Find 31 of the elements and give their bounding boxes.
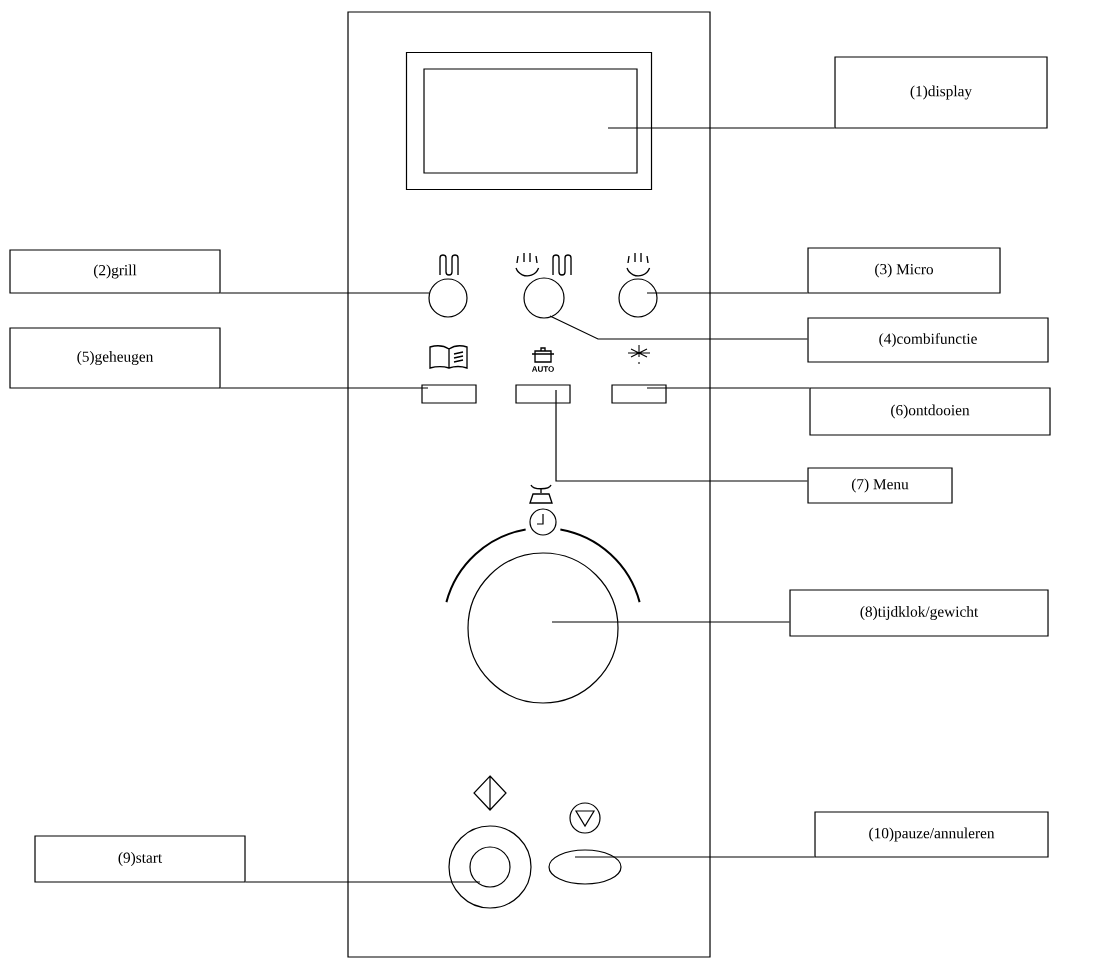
label-box: (6)ontdooien (809, 387, 1051, 436)
flat-button (611, 384, 667, 404)
leader-line (245, 881, 481, 883)
label-box: (1)display (834, 56, 1048, 129)
label-box: (9)start (34, 835, 246, 883)
leader-line (555, 389, 808, 482)
label-box: (2)grill (9, 249, 221, 294)
round-button (428, 278, 468, 318)
round-button (618, 278, 658, 318)
label-box: (8)tijdklok/gewicht (789, 589, 1049, 637)
label-box: (4)combifunctie (807, 317, 1049, 363)
leader-line (607, 127, 835, 129)
label-box: (10)pauze/annuleren (814, 811, 1049, 858)
label-box: (5)geheugen (9, 327, 221, 389)
button-caption: AUTO (531, 366, 554, 372)
leader-line (646, 387, 810, 389)
label-box: (3) Micro (807, 247, 1001, 294)
leader-line (220, 292, 430, 294)
label-box: (7) Menu (807, 467, 953, 504)
display-window (405, 51, 653, 191)
flat-button (515, 384, 571, 404)
oval-button (548, 849, 622, 885)
dial-knob (467, 552, 619, 704)
flat-button (421, 384, 477, 404)
start-button (448, 825, 532, 909)
leader-line (574, 856, 815, 858)
leader-line (646, 292, 808, 294)
leader-line (220, 387, 429, 389)
round-button (523, 277, 565, 319)
leader-line (549, 315, 808, 340)
leader-line (551, 621, 790, 623)
